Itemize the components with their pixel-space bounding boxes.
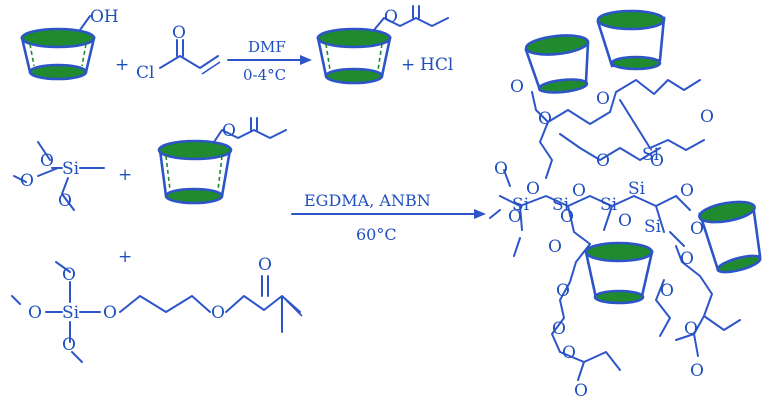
network-oxygen: O xyxy=(562,343,576,363)
mps-oxygen-right: O xyxy=(103,303,117,323)
mps-ester-oxygen: O xyxy=(211,303,225,323)
network-oxygen: O xyxy=(680,249,694,269)
network-oxygen: O xyxy=(660,281,674,301)
acyl-chlorine: Cl xyxy=(136,63,154,83)
network-oxygen: O xyxy=(494,159,508,179)
cyclodextrin-reactant xyxy=(20,15,96,81)
reaction-arrow-1 xyxy=(227,55,312,65)
arrow2-temperature: 60°C xyxy=(356,225,397,244)
network-oxygen: O xyxy=(680,181,694,201)
arrow1-solvent: DMF xyxy=(248,38,286,56)
acyl-oxygen: O xyxy=(172,23,186,43)
network-oxygen: O xyxy=(574,381,588,401)
arrow1-temperature: 0-4°C xyxy=(243,66,286,84)
network-oxygen: O xyxy=(572,181,586,201)
network-oxygen: O xyxy=(650,151,664,171)
network-oxygen: O xyxy=(510,77,524,97)
network-oxygen: O xyxy=(548,237,562,257)
network-silicon: Si xyxy=(552,195,570,215)
network-oxygen: O xyxy=(526,179,540,199)
hydroxyl-label: OH xyxy=(90,7,119,27)
trimethoxysilane xyxy=(13,141,105,211)
network-silicon: Si xyxy=(628,179,646,199)
plus-sign-2: + xyxy=(401,55,415,75)
network-oxygen: O xyxy=(560,207,574,227)
network-oxygen: O xyxy=(684,319,698,339)
mps-oxygen-bottom: O xyxy=(62,335,76,355)
network-oxygen: O xyxy=(690,361,704,381)
reaction-arrow-2 xyxy=(291,209,486,219)
network-silicon: Si xyxy=(600,195,618,215)
network-cd-1 xyxy=(524,34,590,94)
mps-oxygen-top: O xyxy=(62,265,76,285)
network-cd-4 xyxy=(584,241,654,305)
network-silicon: Si xyxy=(642,145,660,165)
silane-oxygen-left: O xyxy=(20,171,34,191)
acrylated-cyclodextrin-product xyxy=(316,5,449,85)
plus-sign-3: + xyxy=(118,165,132,185)
network-oxygen: O xyxy=(552,319,566,339)
ester-oxygen: O xyxy=(384,7,398,27)
mps-silicon: Si xyxy=(62,303,80,323)
mps-monomer xyxy=(11,261,303,363)
network-silicon: Si xyxy=(644,217,662,237)
network-oxygen: O xyxy=(556,281,570,301)
plus-sign: + xyxy=(115,55,129,75)
network-cd-3 xyxy=(698,200,762,274)
silane-oxygen-top: O xyxy=(40,151,54,171)
network-oxygen: O xyxy=(596,89,610,109)
arrow2-reagents: EGDMA, ANBN xyxy=(304,191,431,210)
network-oxygen: O xyxy=(538,109,552,129)
mps-oxygen-left: O xyxy=(28,303,42,323)
network-oxygen: O xyxy=(690,219,704,239)
acrylated-cyclodextrin xyxy=(157,117,287,205)
network-oxygen: O xyxy=(618,211,632,231)
silane-oxygen-bottom: O xyxy=(58,191,72,211)
network-oxygen: O xyxy=(596,151,610,171)
acr-ester-oxygen: O xyxy=(222,121,236,141)
polymer-network xyxy=(489,9,762,381)
network-silicon: Si xyxy=(512,195,530,215)
hcl-byproduct: HCl xyxy=(420,55,453,75)
network-oxygen: O xyxy=(700,107,714,127)
mps-carbonyl-oxygen: O xyxy=(258,255,272,275)
silicon-label: Si xyxy=(62,159,80,179)
network-oxygen: O xyxy=(508,207,522,227)
plus-sign-4: + xyxy=(118,247,132,267)
network-cd-2 xyxy=(596,9,666,71)
acryloyl-chloride xyxy=(159,39,221,75)
network-atom-labels: O O O O O O O O O O O O O O O O O O O O … xyxy=(494,77,714,401)
